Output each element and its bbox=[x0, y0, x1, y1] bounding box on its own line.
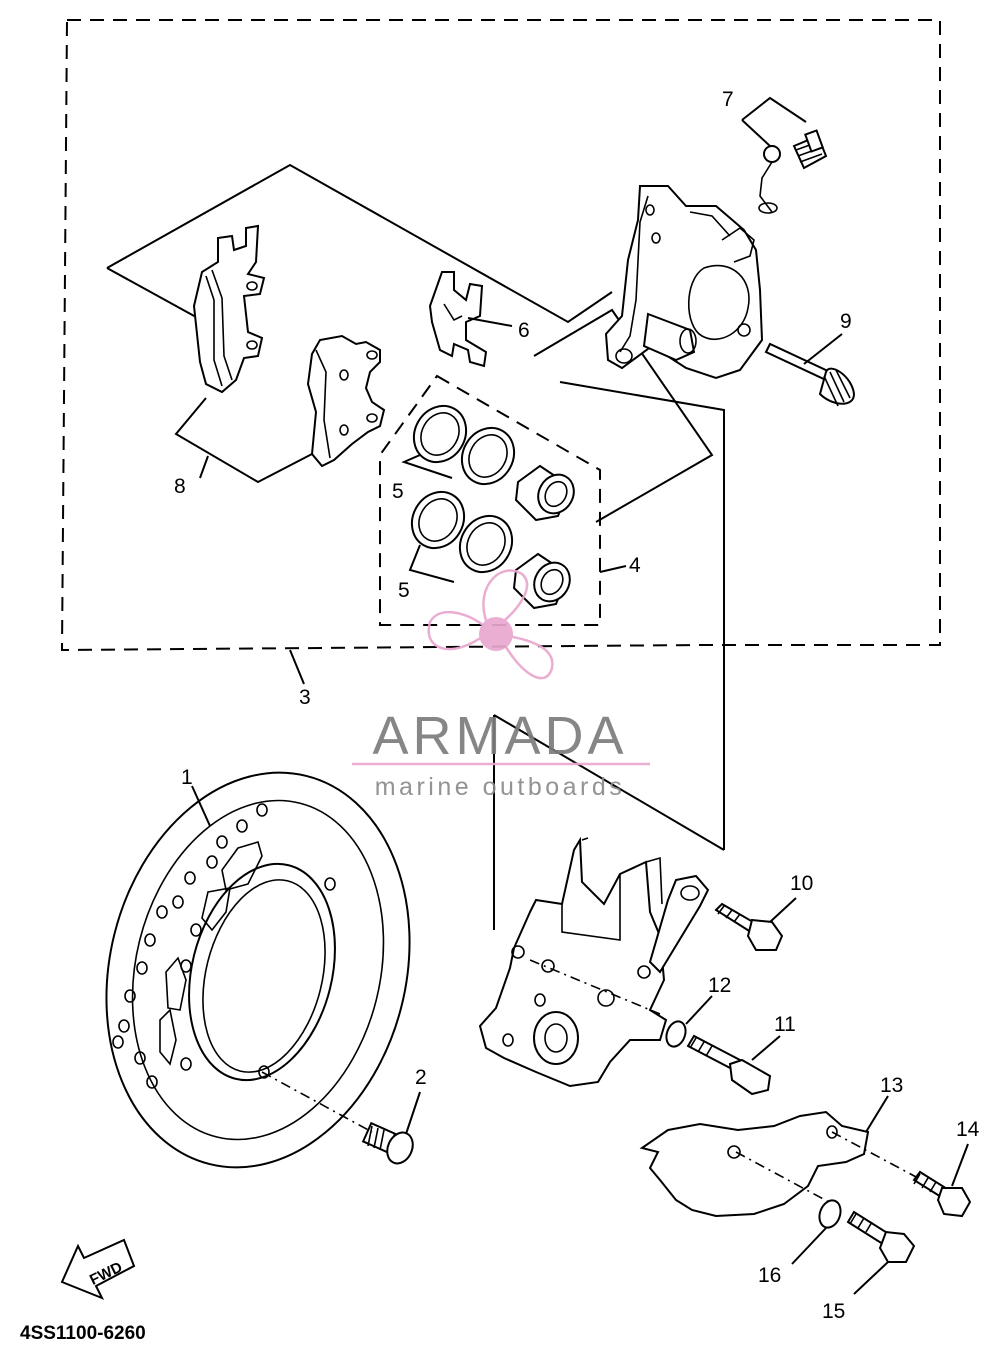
callout-12: 12 bbox=[708, 974, 731, 997]
diagram-reference-code: 4SS1100-6260 bbox=[20, 1323, 146, 1344]
fork-leg-mount bbox=[478, 836, 710, 1088]
pad-spring bbox=[428, 271, 488, 368]
callout-3: 3 bbox=[299, 686, 311, 709]
callout-10: 10 bbox=[790, 872, 813, 895]
disc-cover bbox=[639, 1110, 870, 1218]
callout-6: 6 bbox=[518, 319, 530, 342]
bolt-15 bbox=[846, 1210, 916, 1263]
disc-bolt bbox=[361, 1121, 414, 1165]
caliper-pin bbox=[764, 342, 856, 407]
callout-16: 16 bbox=[758, 1264, 781, 1287]
callout-2: 2 bbox=[415, 1066, 427, 1089]
brake-disc bbox=[105, 771, 411, 1169]
bolt-11 bbox=[686, 1034, 772, 1096]
pad-group-bracket bbox=[106, 163, 613, 324]
callout-8: 8 bbox=[174, 475, 186, 498]
propeller-logo-icon bbox=[427, 569, 554, 680]
callout-11: 11 bbox=[774, 1013, 796, 1036]
callout-5-lower: 5 bbox=[398, 579, 410, 602]
caliper-assembly-boundary bbox=[60, 19, 941, 652]
piston-seals-lower bbox=[410, 490, 514, 574]
callout-7: 7 bbox=[722, 88, 734, 111]
brake-pad-right bbox=[306, 334, 386, 468]
brake-pad-left bbox=[192, 224, 266, 394]
washer-12 bbox=[665, 1020, 687, 1048]
callout-13: 13 bbox=[880, 1074, 903, 1097]
bolt-14 bbox=[912, 1170, 972, 1218]
watermark-brand: ARMADA bbox=[372, 706, 627, 766]
bolt-10 bbox=[714, 902, 784, 951]
callout-labels: 1 2 3 4 5 5 6 7 8 9 10 11 12 13 14 15 16 bbox=[174, 88, 980, 1323]
callout-4: 4 bbox=[629, 554, 641, 577]
callout-1: 1 bbox=[181, 766, 193, 789]
washer-16 bbox=[818, 1199, 842, 1229]
piston-seals-upper bbox=[412, 404, 516, 486]
fwd-direction-marker: FWD bbox=[60, 1238, 136, 1300]
brake-caliper bbox=[604, 185, 764, 380]
armada-watermark: ARMADA marine outboards bbox=[352, 569, 650, 801]
watermark-tagline: marine outboards bbox=[375, 773, 626, 801]
callout-14: 14 bbox=[956, 1118, 980, 1141]
callout-9: 9 bbox=[840, 310, 852, 333]
seal-kit-boundary bbox=[379, 374, 601, 626]
caliper-pistons bbox=[512, 464, 575, 610]
callout-5-upper: 5 bbox=[392, 480, 404, 503]
bleed-screw bbox=[758, 129, 828, 214]
callout-15: 15 bbox=[822, 1300, 845, 1323]
pad-callout-bracket bbox=[174, 397, 313, 484]
